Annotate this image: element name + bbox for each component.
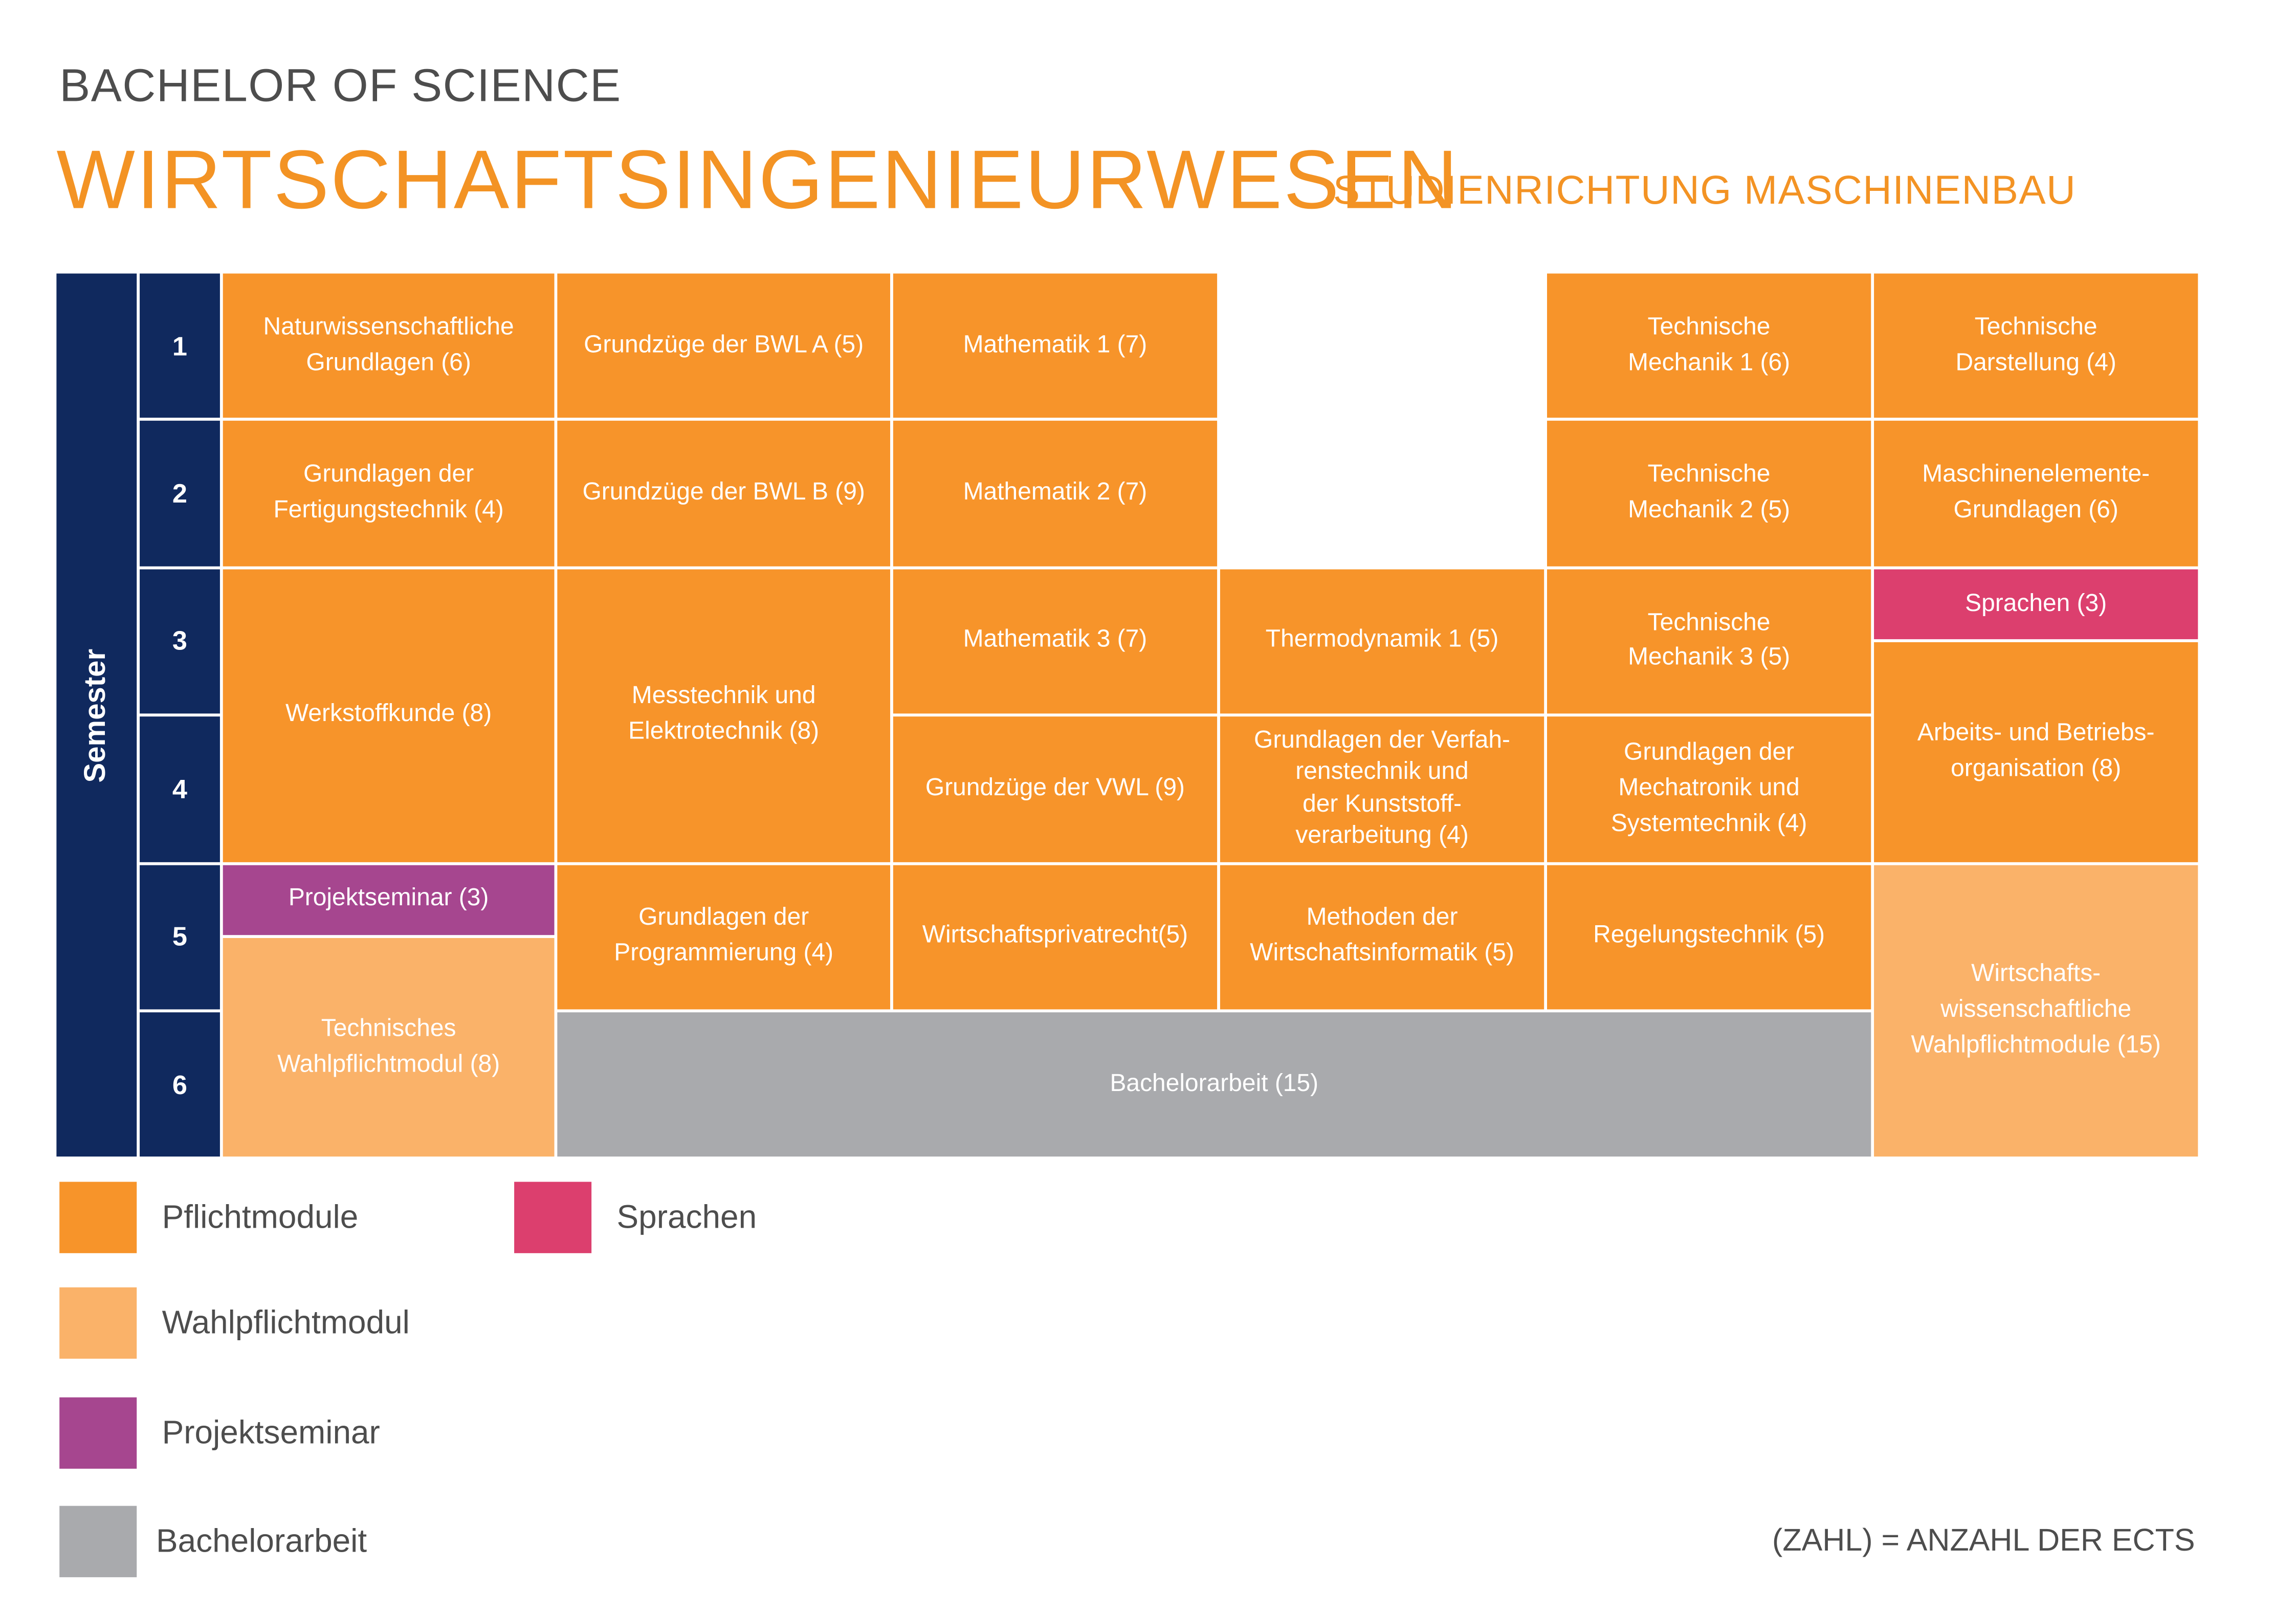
module-cell: Thermodynamik 1 (5)	[1220, 569, 1544, 714]
semester-number: 5	[140, 864, 220, 1010]
legend-item-sprachen: Sprachen	[514, 1182, 757, 1253]
legend-swatch	[59, 1397, 137, 1469]
legend-label: Wahlpflichtmodul	[162, 1303, 410, 1341]
degree-title: BACHELOR OF SCIENCE	[59, 59, 622, 112]
legend-item-wahlpflichtmodul: Wahlpflichtmodul	[59, 1287, 410, 1359]
module-cell: Arbeits- und Betriebs- organisation (8)	[1874, 643, 2198, 862]
module-cell: Technische Mechanik 3 (5)	[1547, 569, 1871, 714]
module-cell: Messtechnik und Elektrotechnik (8)	[557, 569, 891, 862]
module-cell: Grundzüge der BWL A (5)	[557, 273, 891, 419]
specialization-title: STUDIENRICHTUNG MASCHINENBAU	[1333, 168, 2077, 213]
legend-swatch	[59, 1182, 137, 1253]
semester-number: 1	[140, 273, 220, 419]
module-cell: Maschinenelemente- Grundlagen (6)	[1874, 421, 2198, 566]
legend-label: Projektseminar	[162, 1413, 380, 1451]
module-cell: Regelungstechnik (5)	[1547, 864, 1871, 1010]
module-cell: Mathematik 2 (7)	[893, 421, 1218, 566]
module-cell: Sprachen (3)	[1874, 569, 2198, 640]
module-cell: Mathematik 3 (7)	[893, 569, 1218, 714]
module-cell: Technisches Wahlpflichtmodul (8)	[223, 938, 555, 1157]
module-cell: Werkstoffkunde (8)	[223, 569, 555, 862]
legend-item-projektseminar: Projektseminar	[59, 1397, 380, 1469]
legend-item-pflichtmodule: Pflichtmodule	[59, 1182, 358, 1253]
module-cell: Mathematik 1 (7)	[893, 273, 1218, 419]
legend-swatch	[514, 1182, 592, 1253]
module-cell: Grundlagen der Mechatronik und Systemtec…	[1547, 716, 1871, 862]
module-cell: Technische Mechanik 1 (6)	[1547, 273, 1871, 419]
ects-footnote: (ZAHL) = ANZAHL DER ECTS	[1772, 1523, 2195, 1558]
semester-number: 4	[140, 716, 220, 862]
legend-label: Bachelorarbeit	[156, 1522, 367, 1560]
module-cell: Grundlagen der Fertigungstechnik (4)	[223, 421, 555, 566]
legend-label: Pflichtmodule	[162, 1198, 359, 1235]
semester-number: 6	[140, 1012, 220, 1157]
legend-item-bachelorarbeit: Bachelorarbeit	[59, 1506, 367, 1578]
semester-number: 3	[140, 569, 220, 714]
module-cell: Naturwissenschaftliche Grundlagen (6)	[223, 273, 555, 419]
program-title: WIRTSCHAFTSINGENIEURWESEN	[56, 132, 1460, 226]
curriculum-grid: Semester 1 2 3 4 5 6 Naturwissenschaftli…	[56, 273, 2198, 1157]
semester-number: 2	[140, 421, 220, 566]
module-cell: Projektseminar (3)	[223, 864, 555, 935]
legend-label: Sprachen	[616, 1198, 757, 1235]
module-cell: Technische Mechanik 2 (5)	[1547, 421, 1871, 566]
module-cell: Bachelorarbeit (15)	[557, 1012, 1871, 1157]
module-cell: Methoden der Wirtschaftsinformatik (5)	[1220, 864, 1544, 1010]
module-cell: Wirtschafts- wissenschaftliche Wahlpflic…	[1874, 864, 2198, 1157]
module-cell: Wirtschaftsprivatrecht(5)	[893, 864, 1218, 1010]
module-cell: Grundlagen der Programmierung (4)	[557, 864, 891, 1010]
module-cell: Grundzüge der VWL (9)	[893, 716, 1218, 862]
legend-swatch	[59, 1506, 137, 1578]
legend-swatch	[59, 1287, 137, 1359]
semester-axis-label: Semester	[56, 273, 137, 1157]
module-cell: Grundlagen der Verfah- renstechnik und d…	[1220, 716, 1544, 862]
module-cell: Grundzüge der BWL B (9)	[557, 421, 891, 566]
module-cell: Technische Darstellung (4)	[1874, 273, 2198, 419]
